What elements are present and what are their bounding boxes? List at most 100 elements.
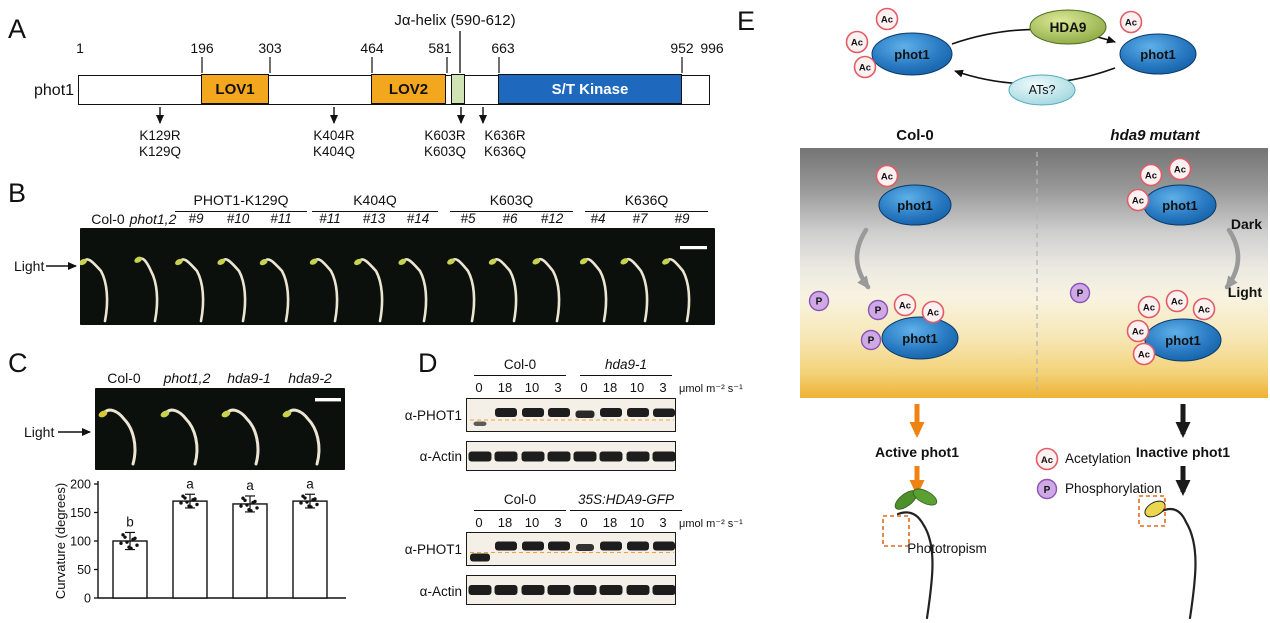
aa-position-196: 196	[190, 40, 214, 56]
seedling-photo-b	[80, 228, 715, 325]
band	[627, 541, 649, 551]
group-k603q: K603Q	[450, 192, 573, 212]
lane-label: 0	[475, 515, 483, 530]
seedling	[536, 257, 561, 323]
cotyledon	[80, 258, 87, 266]
data-point	[185, 500, 189, 504]
lov2-domain: LOV2	[371, 74, 446, 105]
lov2-label: LOV2	[388, 80, 429, 98]
lane-label: 18	[602, 515, 618, 530]
group-k404q: K404Q	[312, 192, 438, 212]
band	[547, 451, 571, 462]
seedling	[263, 258, 290, 323]
data-point	[119, 541, 123, 546]
panel-a-label: A	[8, 14, 27, 44]
panel-d-label: D	[418, 348, 438, 378]
band	[626, 585, 650, 595]
ac-badge-label: Ac	[1145, 171, 1157, 182]
line-label: #10	[226, 211, 250, 226]
cotyledon	[447, 258, 455, 265]
c-genotype-hda9-1: hda9-1	[227, 370, 271, 386]
cotyledon	[160, 410, 170, 418]
cotyledon	[98, 410, 108, 418]
cotyledon	[354, 258, 362, 266]
blot-phot1-hda9	[466, 398, 676, 432]
band	[653, 541, 675, 551]
seedling	[221, 258, 247, 323]
lane-label: 10	[524, 380, 540, 395]
phot1-col0-light	[881, 316, 959, 360]
lane-label: 3	[554, 380, 562, 395]
band	[600, 541, 622, 551]
dark-to-light-arrow-col0	[854, 227, 871, 290]
band	[521, 585, 545, 595]
data-point	[309, 505, 313, 509]
line-label: #11	[319, 211, 341, 226]
group-k636q: K636Q	[585, 192, 708, 212]
phot1-label: phot1	[1162, 198, 1197, 213]
p-badge	[867, 299, 889, 321]
band	[652, 451, 675, 462]
line-label: #6	[502, 211, 518, 226]
blot-phot1-35s	[466, 532, 676, 566]
aa-position-663: 663	[491, 40, 515, 56]
ac-badge-label: Ac	[1174, 165, 1186, 176]
phototropism-label: Phototropism	[907, 541, 987, 556]
phototropic-seedling	[882, 488, 938, 620]
cotyledon	[134, 256, 143, 263]
data-point	[249, 509, 253, 513]
aa-position-303: 303	[258, 40, 282, 56]
seedling	[624, 257, 649, 323]
phot1-label: phot1	[1140, 47, 1175, 62]
data-point	[305, 500, 309, 504]
ac-badge	[875, 164, 899, 188]
band	[599, 585, 623, 595]
ac-badge-label: Ac	[899, 301, 911, 312]
data-point	[299, 501, 303, 505]
band	[599, 451, 623, 462]
ac-badge	[853, 55, 877, 79]
band	[495, 408, 517, 417]
data-point	[315, 502, 319, 507]
lane-label: 10	[524, 515, 540, 530]
band	[494, 451, 518, 462]
antibody-phot1: α-PHOT1	[404, 408, 462, 423]
p-badge	[808, 290, 830, 312]
data-point	[313, 497, 317, 501]
sig-letter: a	[246, 478, 254, 493]
ac-badge	[921, 300, 945, 324]
data-point	[193, 497, 197, 501]
p-badge	[1069, 282, 1091, 304]
group-k129q: PHOT1-K129Q	[175, 192, 307, 212]
phot1-col0-dark	[878, 184, 952, 226]
hda9-mutant-header: hda9 mutant	[1110, 127, 1200, 144]
line-label: #4	[590, 211, 606, 226]
data-point	[133, 536, 137, 541]
b-col0-label: Col-0	[91, 211, 125, 227]
b-phot12-label: phot1,2	[129, 211, 177, 227]
data-point	[181, 494, 185, 498]
y-tick-label: 50	[77, 563, 91, 577]
antibody-actin: α-Actin	[419, 584, 462, 599]
ac-badge-label: Ac	[1143, 303, 1155, 314]
ac-badge	[1165, 289, 1189, 313]
light-label: Light	[1228, 284, 1263, 300]
phot1-deacetylated	[1119, 33, 1197, 75]
data-point	[125, 540, 129, 544]
d1-genotype-left: Col-0	[474, 357, 566, 376]
ac-badge	[1192, 297, 1216, 321]
lane-label: 18	[497, 515, 513, 530]
bar	[172, 500, 208, 599]
blot-actin-hda9	[466, 441, 676, 471]
phot1-domain-bar: LOV1 LOV2 S/T Kinase	[78, 74, 710, 105]
seedling	[164, 408, 199, 466]
ac-legend-icon	[1035, 447, 1059, 471]
lane-label: 10	[629, 380, 645, 395]
lane-label: 0	[475, 380, 483, 395]
bar	[292, 500, 328, 599]
d2-genotype-right: 35S:HDA9-GFP	[570, 492, 682, 511]
ac-badge	[875, 7, 899, 31]
aa-position-464: 464	[360, 40, 384, 56]
band	[573, 585, 597, 595]
